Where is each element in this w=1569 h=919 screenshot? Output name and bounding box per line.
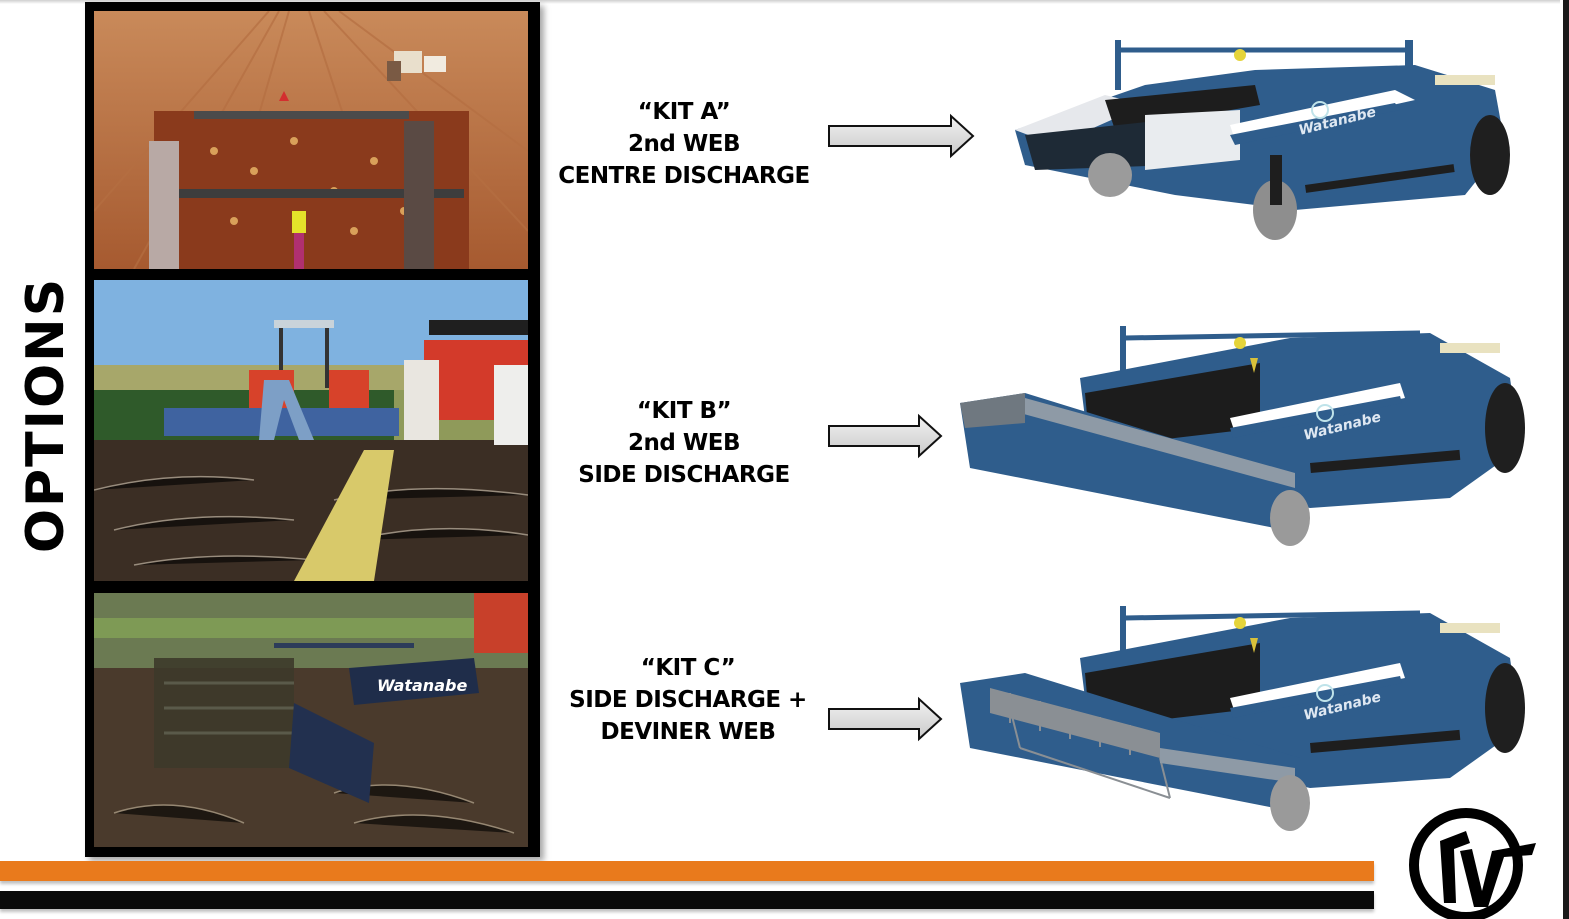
kit-b-name: “KIT B” [636,398,732,424]
kit-a-line3: CENTRE DISCHARGE [558,163,810,189]
right-edge [1563,0,1569,919]
kit-a-label: “KIT A” 2nd WEB CENTRE DISCHARGE [548,96,820,192]
arrow-right-icon [828,113,975,159]
arrow-right-icon [828,413,943,459]
machine-kit-a-render: Watanabe [995,35,1525,255]
machine-kit-b-render: Watanabe [950,318,1540,548]
photo-tractor-side-discharge [94,280,528,581]
kit-b-label: “KIT B” 2nd WEB SIDE DISCHARGE [548,395,820,491]
watanabe-logo-icon [1409,808,1536,919]
photo-deviner-in-field: Watanabe [94,593,528,847]
machine-kit-c-render: Watanabe [950,598,1540,833]
kit-a-line2: 2nd WEB [628,131,740,157]
footer-black-stripe [0,891,1374,909]
kit-c-line3: DEVINER WEB [600,719,776,745]
photo-red-soil-harvest [94,11,528,269]
options-title-text: OPTIONS [16,276,76,554]
kit-c-line2: SIDE DISCHARGE + [569,687,807,713]
arrow-right-icon [828,696,943,742]
kit-b-line2: 2nd WEB [628,430,740,456]
kit-b-line3: SIDE DISCHARGE [578,462,790,488]
photo-column: Watanabe [85,2,540,857]
footer-orange-stripe [0,861,1374,881]
top-shadow [0,0,1560,4]
kit-c-name: “KIT C” [640,655,736,681]
kit-a-name: “KIT A” [637,99,731,125]
watanabe-brand-text: Watanabe [377,676,467,695]
kit-c-label: “KIT C” SIDE DISCHARGE + DEVINER WEB [548,652,828,748]
options-title: OPTIONS [12,270,80,560]
